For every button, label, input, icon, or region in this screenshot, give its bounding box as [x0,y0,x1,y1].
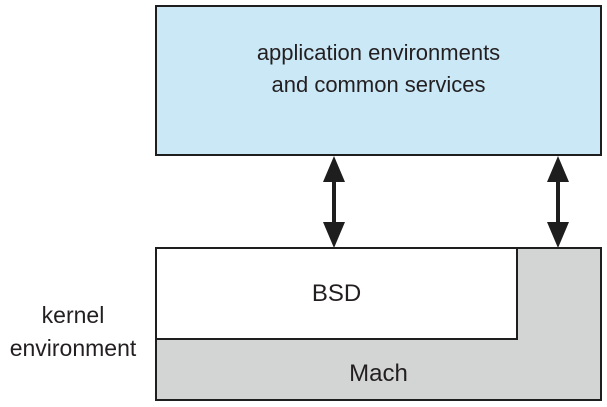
kernel-environment-label-line2: environment [9,335,137,361]
application-environments-label-line2: and common services [271,72,486,97]
bsd-box: BSD [155,247,518,340]
double-arrow-right-icon [547,156,569,248]
application-environments-box: application environments and common serv… [155,5,602,156]
double-arrow-left-icon [323,156,345,248]
kernel-environment-label-line1: kernel [41,302,105,328]
application-environments-label-line1: application environments [256,40,501,65]
mach-label: Mach [349,359,408,387]
kernel-environment-label: kernel environment [2,299,144,365]
bsd-label: BSD [311,279,362,307]
mach-region: Mach [155,340,602,401]
